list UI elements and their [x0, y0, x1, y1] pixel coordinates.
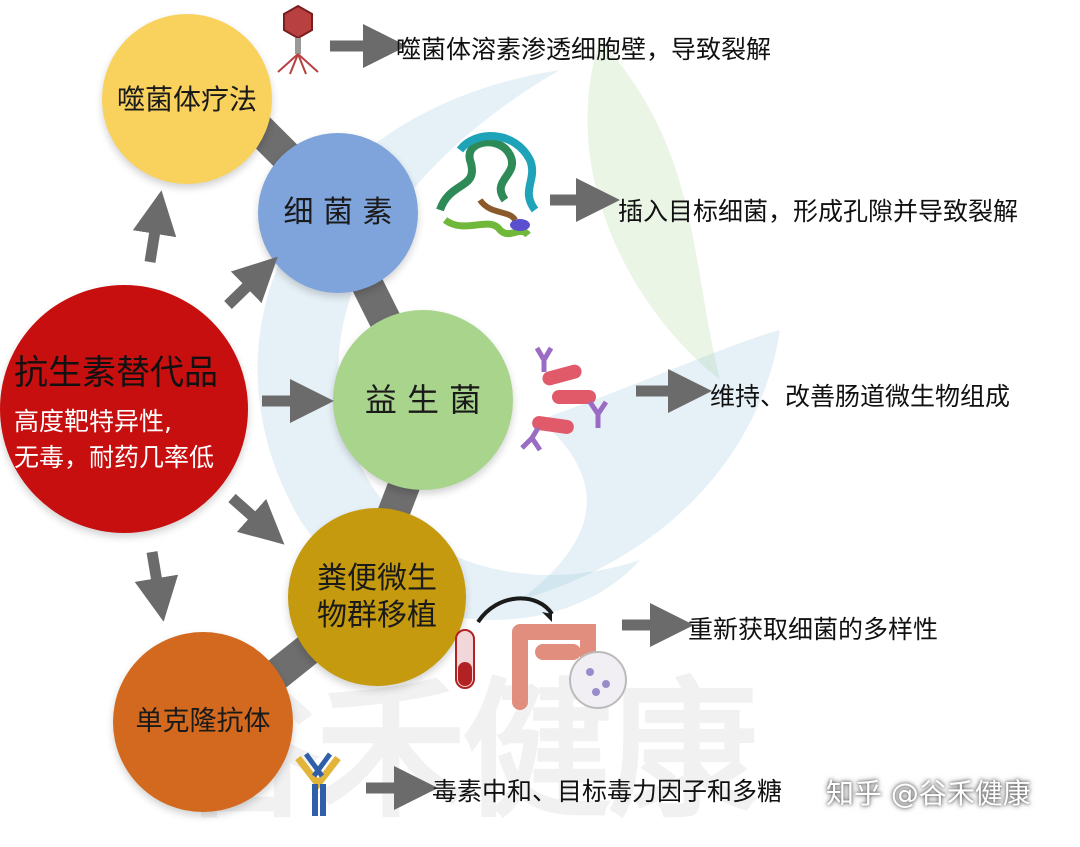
arrow-to-fmt — [228, 493, 285, 545]
bacteria-antibody-icon — [520, 346, 609, 452]
fmt-label-line1: 粪便微生 — [317, 560, 437, 596]
fmt-description: 重新获取细菌的多样性 — [688, 615, 939, 644]
bacteriocin-node: 细 菌 素 — [258, 133, 418, 293]
bacteriocin-description: 插入目标细菌，形成孔隙并导致裂解 — [618, 197, 1019, 226]
antibody-icon — [295, 752, 341, 816]
probiotic-label: 益 生 菌 — [364, 381, 482, 419]
central-title: 抗生素替代品 — [14, 352, 218, 393]
phage-description: 噬菌体溶素渗透细胞壁，导致裂解 — [396, 35, 772, 64]
fmt-node: 粪便微生 物群移植 — [288, 508, 466, 686]
probiotic-description: 维持、改善肠道微生物组成 — [710, 382, 1011, 411]
phage-therapy-label: 噬菌体疗法 — [116, 82, 257, 116]
bacteriophage-icon — [277, 4, 319, 75]
central-line1: 高度靶特异性, — [14, 406, 172, 436]
credit-watermark: 知乎 @谷禾健康 — [826, 777, 1031, 810]
central-node: 抗生素替代品 高度靶特异性, 无毒，耐药几率低 — [0, 285, 248, 533]
central-line2: 无毒，耐药几率低 — [14, 442, 215, 472]
protein-structure-icon — [436, 132, 539, 238]
monoclonal-antibody-node: 单克隆抗体 — [113, 632, 293, 812]
intestine-transplant-icon — [455, 596, 627, 710]
fmt-label-line2: 物群移植 — [317, 598, 437, 633]
phage-therapy-node: 噬菌体疗法 — [102, 14, 272, 184]
bacteriocin-label: 细 菌 素 — [283, 195, 393, 231]
arrow-to-phage — [132, 190, 177, 263]
arrow-to-antibody — [134, 551, 179, 622]
arrow-to-bacteriocin — [224, 256, 278, 309]
probiotic-node: 益 生 菌 — [333, 310, 513, 490]
antibody-description: 毒素中和、目标毒力因子和多糖 — [432, 777, 783, 806]
monoclonal-antibody-label: 单克隆抗体 — [135, 706, 271, 738]
